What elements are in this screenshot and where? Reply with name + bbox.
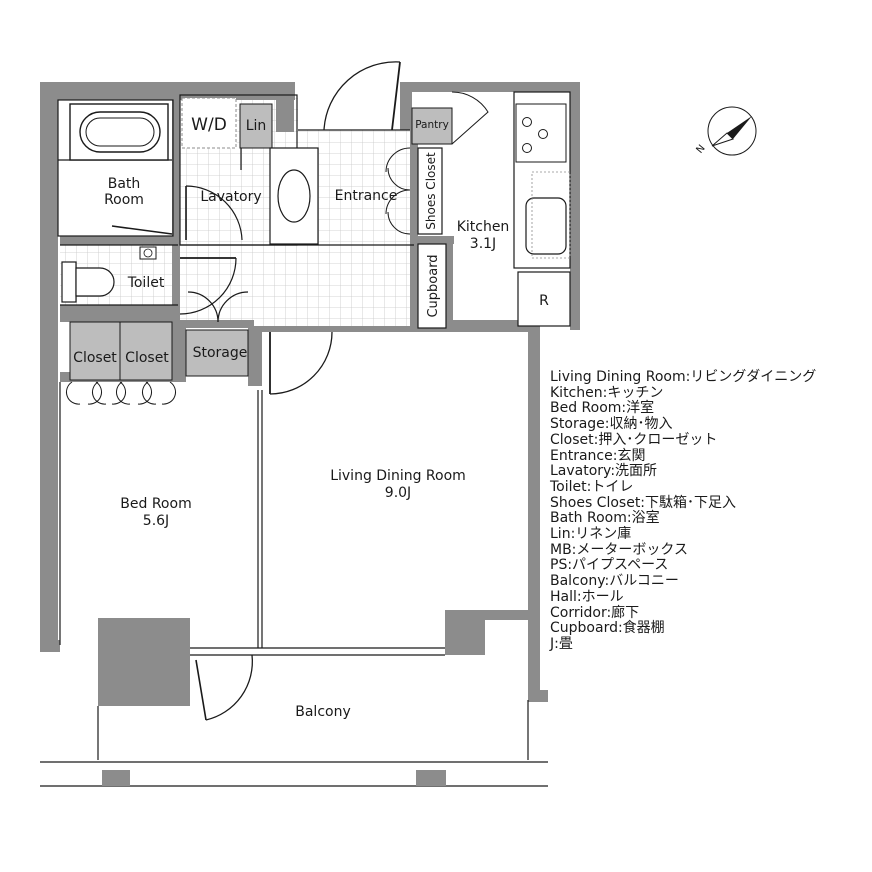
lavatory-door [185, 148, 243, 241]
label-closet-1: Closet [73, 350, 117, 366]
legend-item: Lin:リネン庫 [550, 526, 632, 543]
living-door [269, 331, 333, 395]
bath-door [111, 225, 173, 235]
legend-item: J:畳 [550, 635, 573, 652]
pantry [411, 91, 489, 145]
legend-item: Hall:ホール [550, 588, 624, 605]
bathtub [69, 103, 169, 161]
cupboard-box [417, 243, 447, 329]
label-bath-2: Room [104, 192, 144, 208]
interior-lines [40, 94, 548, 787]
label-toilet: Toilet [127, 275, 165, 291]
label-living-size: 9.0J [385, 485, 411, 501]
toilet-fixture [61, 246, 157, 303]
legend-item: Bed Room:洋室 [550, 400, 655, 417]
legend-item: Closet:押入･クローゼット [550, 431, 718, 448]
label-cupboard: Cupboard [426, 254, 441, 317]
balcony-door [195, 654, 254, 721]
label-lin: Lin [246, 118, 267, 134]
label-bedroom-size: 5.6J [143, 513, 169, 529]
linen-cabinet [239, 103, 273, 149]
legend-item: Balcony:バルコニー [550, 573, 679, 590]
legend-item: Corridor:廊下 [550, 604, 640, 621]
room-labels: W/D Lin Pantry Bath Room Lavatory Entran… [73, 115, 549, 720]
label-kitchen: Kitchen [457, 219, 510, 235]
storage-box [185, 329, 249, 377]
label-bedroom: Bed Room [120, 496, 191, 512]
label-balcony: Balcony [295, 704, 351, 720]
label-bath-1: Bath [108, 176, 141, 192]
kitchen-counter [513, 91, 571, 269]
front-door [323, 61, 401, 131]
label-closet-2: Closet [125, 350, 169, 366]
refrigerator-box [517, 271, 571, 327]
toilet-door [179, 257, 237, 315]
label-entrance: Entrance [335, 188, 398, 204]
legend-item: MB:メーターボックス [550, 541, 688, 558]
legend-item: Kitchen:キッチン [550, 384, 664, 401]
closets [66, 321, 176, 405]
label-shoes-closet: Shoes Closet [424, 152, 438, 230]
storage-doors [187, 291, 249, 323]
legend-item: Lavatory:洗面所 [550, 463, 658, 480]
legend-item: Living Dining Room:リビングダイニング [550, 369, 817, 385]
legend-item: Storage:収納･物入 [550, 416, 673, 433]
shoes-closet [385, 147, 443, 235]
legend-item: Bath Room:浴室 [550, 510, 660, 527]
legend-item: Toilet:トイレ [550, 478, 634, 495]
washer-dryer [181, 97, 237, 149]
legend-item: Shoes Closet:下駄箱･下足入 [550, 494, 737, 511]
legend-item: PS:パイプスペース [550, 557, 669, 574]
label-refrigerator: R [539, 293, 549, 309]
balcony-posts [102, 770, 446, 786]
label-kitchen-size: 3.1J [470, 236, 496, 252]
compass-icon: N [694, 106, 757, 156]
legend-item: Cupboard:食器棚 [550, 620, 665, 637]
label-wd: W/D [191, 115, 227, 135]
compass-label: N [694, 143, 707, 156]
label-storage: Storage [193, 345, 248, 361]
label-lavatory: Lavatory [200, 189, 261, 205]
label-pantry: Pantry [415, 119, 449, 131]
legend: Living Dining Room:リビングダイニング Kitchen:キッチ… [550, 369, 817, 653]
legend-item: Entrance:玄関 [550, 447, 646, 464]
label-living: Living Dining Room [330, 468, 466, 484]
lavatory-sink [269, 147, 319, 245]
